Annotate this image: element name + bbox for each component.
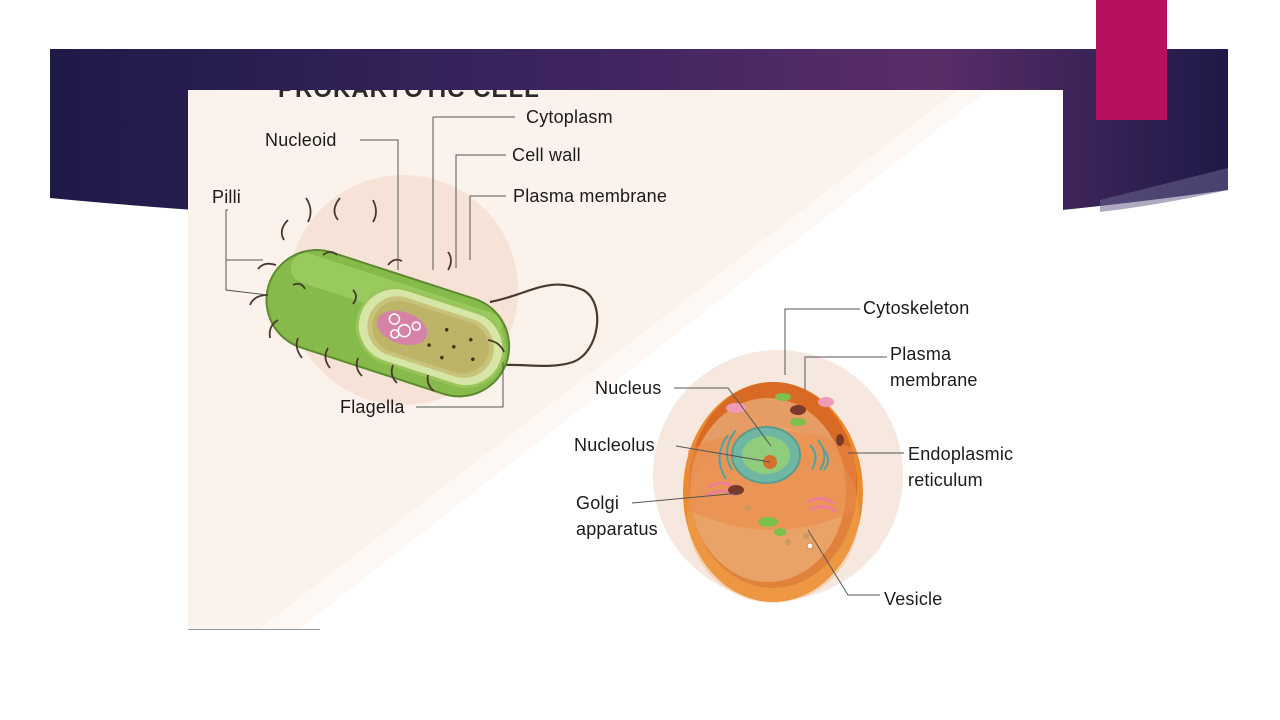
- footer-rule: [188, 629, 320, 630]
- flagellum: [469, 283, 599, 372]
- label-cytoskeleton: Cytoskeleton: [863, 298, 970, 318]
- accent-tab: [1096, 0, 1167, 120]
- nucleoid-dna: [376, 310, 428, 346]
- label-plasma-membrane-eukaryote-line1: Plasma: [890, 344, 952, 364]
- cell-diagram-panel: PROKARYOTIC CELL: [188, 90, 1063, 630]
- label-nucleolus: Nucleolus: [574, 435, 655, 455]
- label-cytoplasm: Cytoplasm: [526, 107, 613, 127]
- label-plasma-membrane-eukaryote-line2: membrane: [890, 370, 978, 390]
- pili: [249, 197, 505, 392]
- label-flagella: Flagella: [340, 397, 405, 417]
- diagram-scene: [225, 90, 1063, 630]
- endoplasmic-reticulum: [718, 429, 829, 480]
- prokaryote-leaders: [225, 116, 515, 408]
- slide-title: PROKARYOTIC CELL: [278, 90, 540, 104]
- eukaryote-leaders: [631, 308, 904, 596]
- label-endoplasmic-reticulum-line2: reticulum: [908, 470, 983, 490]
- label-plasma-membrane-prokaryote: Plasma membrane: [513, 186, 668, 206]
- background-diagonal-fade: [258, 90, 988, 630]
- animal-cell-illustration: [683, 382, 863, 603]
- label-nucleus: Nucleus: [595, 378, 662, 398]
- label-cell-wall: Cell wall: [512, 145, 581, 165]
- label-golgi-line2: apparatus: [576, 519, 658, 539]
- label-nucleoid: Nucleoid: [265, 130, 337, 150]
- bacterium-illustration: [249, 197, 599, 398]
- label-golgi-line1: Golgi: [576, 493, 620, 513]
- label-vesicle: Vesicle: [884, 589, 943, 609]
- label-endoplasmic-reticulum-line1: Endoplasmic: [908, 444, 1014, 464]
- label-pilli: Pilli: [212, 187, 242, 207]
